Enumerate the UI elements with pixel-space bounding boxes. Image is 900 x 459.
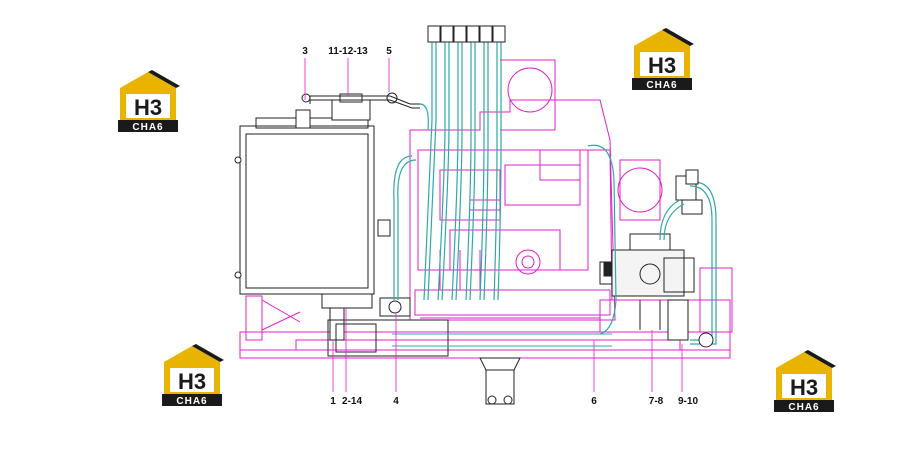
hydraulic-tank (234, 93, 391, 341)
hose-bundle (423, 40, 502, 301)
suction-hose (393, 103, 429, 300)
mount-bracket (479, 357, 521, 405)
logo-wordmark: CHA6 (132, 122, 163, 133)
logo-mark: H3 (178, 369, 206, 394)
watermark-logo-bottom-right: H3 CHA6 (774, 350, 836, 413)
logo-wordmark: CHA6 (176, 396, 207, 407)
watermark-logo-top-left: H3 CHA6 (118, 70, 180, 133)
callout-11-12-13: 11-12-13 (328, 46, 368, 57)
pump-assembly (599, 175, 703, 330)
callout-4: 4 (393, 396, 399, 407)
logo-mark: H3 (134, 95, 162, 120)
return-pipe (301, 92, 612, 357)
callout-6: 6 (591, 396, 597, 407)
logo-wordmark: CHA6 (646, 80, 677, 91)
hose-fittings (427, 25, 506, 43)
logo-mark: H3 (790, 375, 818, 400)
callout-3: 3 (302, 46, 308, 57)
leader-lines (304, 58, 683, 392)
watermark-logo-top-right: H3 CHA6 (632, 28, 694, 91)
logo-wordmark: CHA6 (788, 402, 819, 413)
pressure-hose (587, 144, 717, 345)
callout-5: 5 (386, 46, 392, 57)
callout-labels: 3 11-12-13 5 1 2-14 4 6 7-8 9-10 (302, 46, 698, 407)
pressure-fittings (667, 169, 714, 348)
watermark-logo-bottom-left: H3 CHA6 (162, 344, 224, 407)
callout-2-14: 2-14 (342, 396, 362, 407)
callout-9-10: 9-10 (678, 396, 698, 407)
logo-mark: H3 (648, 53, 676, 78)
engine-block (409, 59, 663, 321)
callout-7-8: 7-8 (649, 396, 664, 407)
callout-1: 1 (330, 396, 336, 407)
